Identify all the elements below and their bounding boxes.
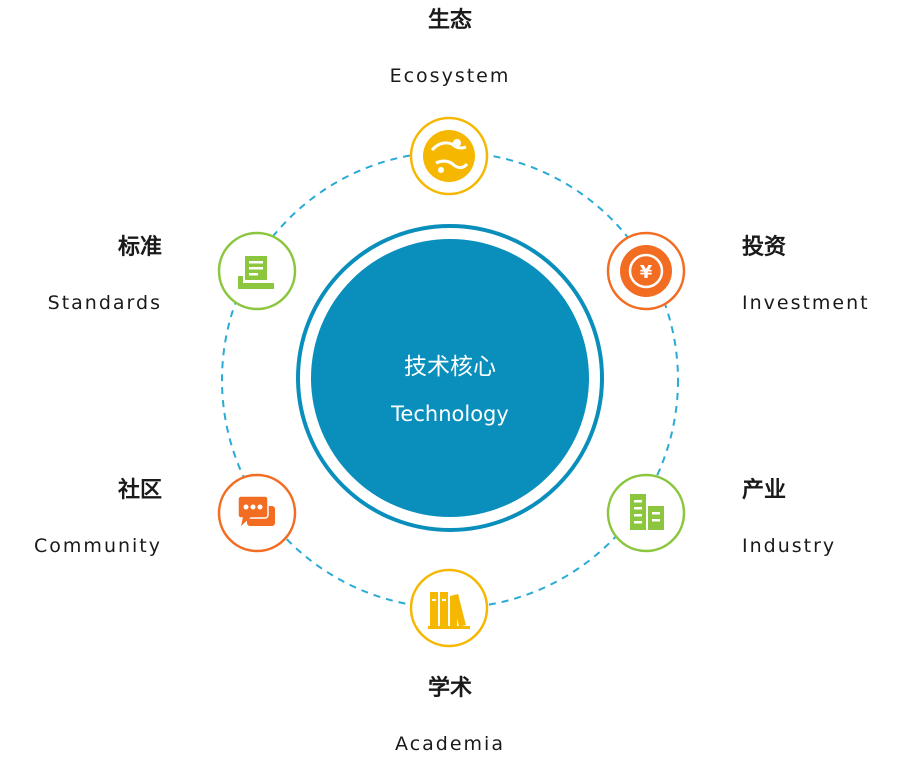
label-ecosystem-en: Ecosystem: [389, 65, 511, 87]
node-ecosystem[interactable]: [409, 116, 489, 196]
label-community: 社区 Community: [0, 478, 162, 558]
document-icon: [238, 256, 274, 289]
core-title-en: Technology: [390, 402, 509, 426]
label-academia: 学术 Academia: [330, 676, 570, 756]
label-standards: 标准 Standards: [0, 235, 162, 315]
label-ecosystem: 生态 Ecosystem: [330, 8, 570, 88]
node-academia[interactable]: [409, 568, 489, 648]
label-investment-en: Investment: [742, 292, 870, 314]
core-circle: 技术核心 Technology: [296, 224, 604, 532]
node-community[interactable]: [217, 473, 297, 553]
node-investment[interactable]: ¥: [606, 231, 686, 311]
label-industry: 产业 Industry: [742, 478, 900, 558]
node-industry[interactable]: [606, 473, 686, 553]
label-community-en: Community: [34, 535, 162, 557]
label-investment-zh: 投资: [742, 235, 787, 260]
label-investment: 投资 Investment: [742, 235, 900, 315]
svg-text:¥: ¥: [640, 262, 653, 283]
core-title-zh: 技术核心: [404, 354, 496, 380]
buildings-icon: [630, 494, 664, 530]
label-standards-en: Standards: [47, 292, 162, 314]
label-industry-zh: 产业: [742, 478, 787, 503]
chat-icon: [237, 495, 275, 526]
label-academia-en: Academia: [395, 733, 505, 755]
label-standards-zh: 标准: [117, 235, 162, 260]
globe-icon: [423, 130, 475, 182]
label-industry-en: Industry: [742, 535, 837, 557]
label-community-zh: 社区: [117, 478, 162, 503]
node-standards[interactable]: [217, 231, 297, 311]
yen-coin-icon: ¥: [620, 245, 672, 297]
label-ecosystem-zh: 生态: [427, 8, 472, 33]
label-academia-zh: 学术: [427, 676, 472, 701]
books-icon: [428, 592, 470, 629]
